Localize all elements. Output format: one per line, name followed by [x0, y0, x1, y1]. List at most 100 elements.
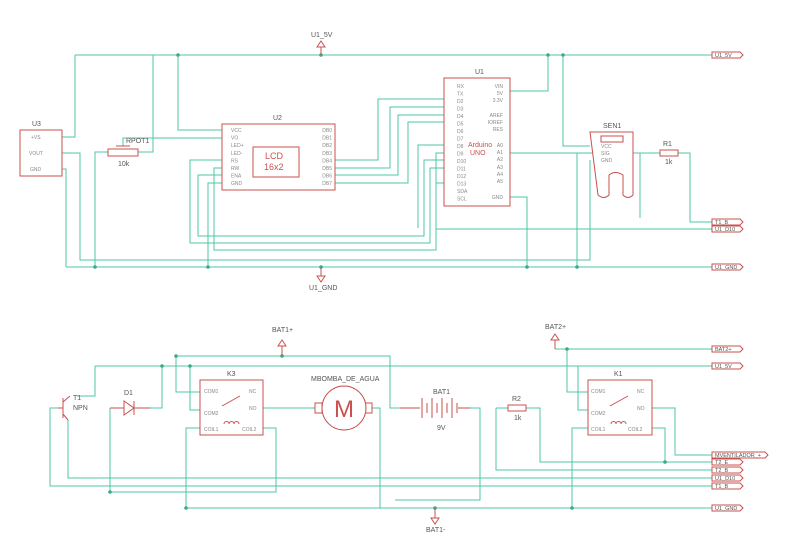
u2-display-window [252, 146, 300, 178]
k3-switch-icon [221, 395, 241, 407]
pin-label: A4 [497, 172, 503, 178]
pin-label: DB3 [322, 151, 332, 157]
pin-label: D6 [457, 129, 464, 135]
junction-dot [174, 354, 178, 358]
flag-u1-gnd-1 [711, 263, 744, 271]
wire-r2-right [526, 407, 712, 463]
k1-pin-nc: NC [637, 389, 645, 395]
pin-label: D9 [457, 152, 464, 158]
bat1-ref: BAT1 [433, 389, 450, 396]
k1-pin-com1: COM1 [591, 389, 606, 395]
k3-pin-com1: COM1 [204, 389, 219, 395]
flag-text: T2_E [715, 460, 728, 466]
component-u3[interactable]: U3 +VS VOUT GND [19, 121, 63, 177]
k1-body [587, 379, 653, 436]
pin-label: DB1 [322, 136, 332, 142]
pin-label: D3 [457, 107, 464, 113]
wire-r2-out [495, 408, 712, 471]
k1-coil-icon [610, 421, 627, 425]
pin-label: 5V [497, 91, 504, 97]
sen1-pin-vcc: VCC [601, 144, 612, 150]
wire-pot-vo [122, 137, 222, 146]
flag-text: T1_B [715, 484, 728, 490]
component-k1[interactable]: K1 COM1 NC COM2 NO COIL1 COIL2 [587, 371, 653, 436]
power-symbols: U1_5V U1_GND BAT1+ BAT2+ BAT1- [272, 32, 566, 534]
bottom-wires [49, 348, 712, 509]
rpot1-value: 10k [118, 161, 130, 168]
top-wires [62, 54, 712, 268]
pin-label: A3 [497, 165, 503, 171]
u2-title-lcd: LCD [265, 151, 284, 161]
bat2pos-arrow-icon [550, 333, 560, 341]
wire-5v-lcd [177, 55, 222, 131]
flag-u1-d10-1 [711, 225, 744, 233]
k3-pin-no: NO [249, 406, 257, 412]
pin-label: D10 [457, 159, 466, 165]
k1-pin-com2: COM2 [591, 411, 606, 417]
r1-body [659, 149, 679, 157]
junction-dot [525, 265, 529, 269]
flag-t2-b [711, 466, 744, 474]
pin-label: RW [231, 166, 240, 172]
pin-label: VIN [495, 84, 504, 90]
wire-5v-arduino [510, 55, 549, 92]
u3-pin-gnd: GND [30, 167, 42, 173]
flag-text: U1_5V [715, 364, 732, 370]
wire-r1-t1b [678, 152, 712, 223]
flag-t2-e [711, 458, 744, 466]
flag-text: U1_D10 [715, 476, 735, 482]
component-bat1[interactable]: BAT1 9V [400, 389, 470, 432]
bat1pos-arrow-icon [277, 339, 287, 347]
wire-pot-rail [138, 55, 154, 153]
component-motor[interactable]: M MBOMBA_DE_AGUA [311, 376, 380, 431]
flag-bat2-pos [711, 345, 744, 353]
motor-terminal-left [314, 402, 323, 414]
pin-label: DB7 [322, 181, 332, 187]
k3-body [199, 379, 264, 436]
component-rpot1[interactable]: RPOT1 10k [107, 138, 149, 168]
net-bat1-pos: BAT1+ [272, 327, 293, 334]
pin-label: VO [231, 136, 238, 142]
component-t1[interactable]: T1 NPN [58, 395, 88, 421]
junction-dot [108, 490, 112, 494]
u3-pin-vout: VOUT [29, 151, 43, 157]
pin-label: D5 [457, 122, 464, 128]
flag-t1-b-2 [711, 482, 744, 490]
component-r1[interactable]: R1 1k [659, 141, 679, 166]
junction-dot [176, 53, 180, 57]
junction-dot [188, 364, 192, 368]
r1-value: 1k [665, 159, 673, 166]
sen1-ref: SEN1 [603, 123, 621, 130]
component-u1-arduino[interactable]: U1 Arduino UNO RXTXD2D3D4D5D6D7D8D9D10D1… [443, 69, 511, 207]
r2-ref: R2 [512, 396, 521, 403]
wire-pot-gnd [94, 151, 108, 267]
component-k3[interactable]: K3 COM1 NC COM2 NO COIL1 COIL2 [199, 371, 264, 436]
pin-label: A1 [497, 150, 503, 156]
t1-ref: T1 [73, 395, 81, 402]
wire-k3-com2 [189, 366, 200, 411]
component-sen1[interactable]: SEN1 VCC SIG GND [589, 123, 634, 198]
wire-db6 [335, 114, 444, 176]
net-u1-5v-top: U1_5V [311, 32, 333, 39]
u3-pin-vs: +VS [31, 135, 41, 141]
pin-label: LED- [231, 151, 243, 157]
r2-body [507, 404, 527, 412]
net-bat2-pos: BAT2+ [545, 324, 566, 331]
pin-label: VCC [231, 128, 242, 134]
pin-label: LED+ [231, 143, 244, 149]
wire-5v-t1 [77, 366, 96, 397]
junction-dot [663, 460, 667, 464]
flag-text: U1_GND [715, 506, 737, 512]
k1-ref: K1 [614, 371, 623, 378]
bat1-value: 9V [437, 425, 446, 432]
wire-5v-sensor [562, 55, 590, 147]
component-d1[interactable]: D1 [110, 390, 150, 416]
component-r2[interactable]: R2 1k [507, 396, 527, 422]
wire-bat2pos-k1 [566, 349, 588, 393]
wire-d10 [435, 152, 712, 230]
k1-pin-no: NO [637, 406, 645, 412]
